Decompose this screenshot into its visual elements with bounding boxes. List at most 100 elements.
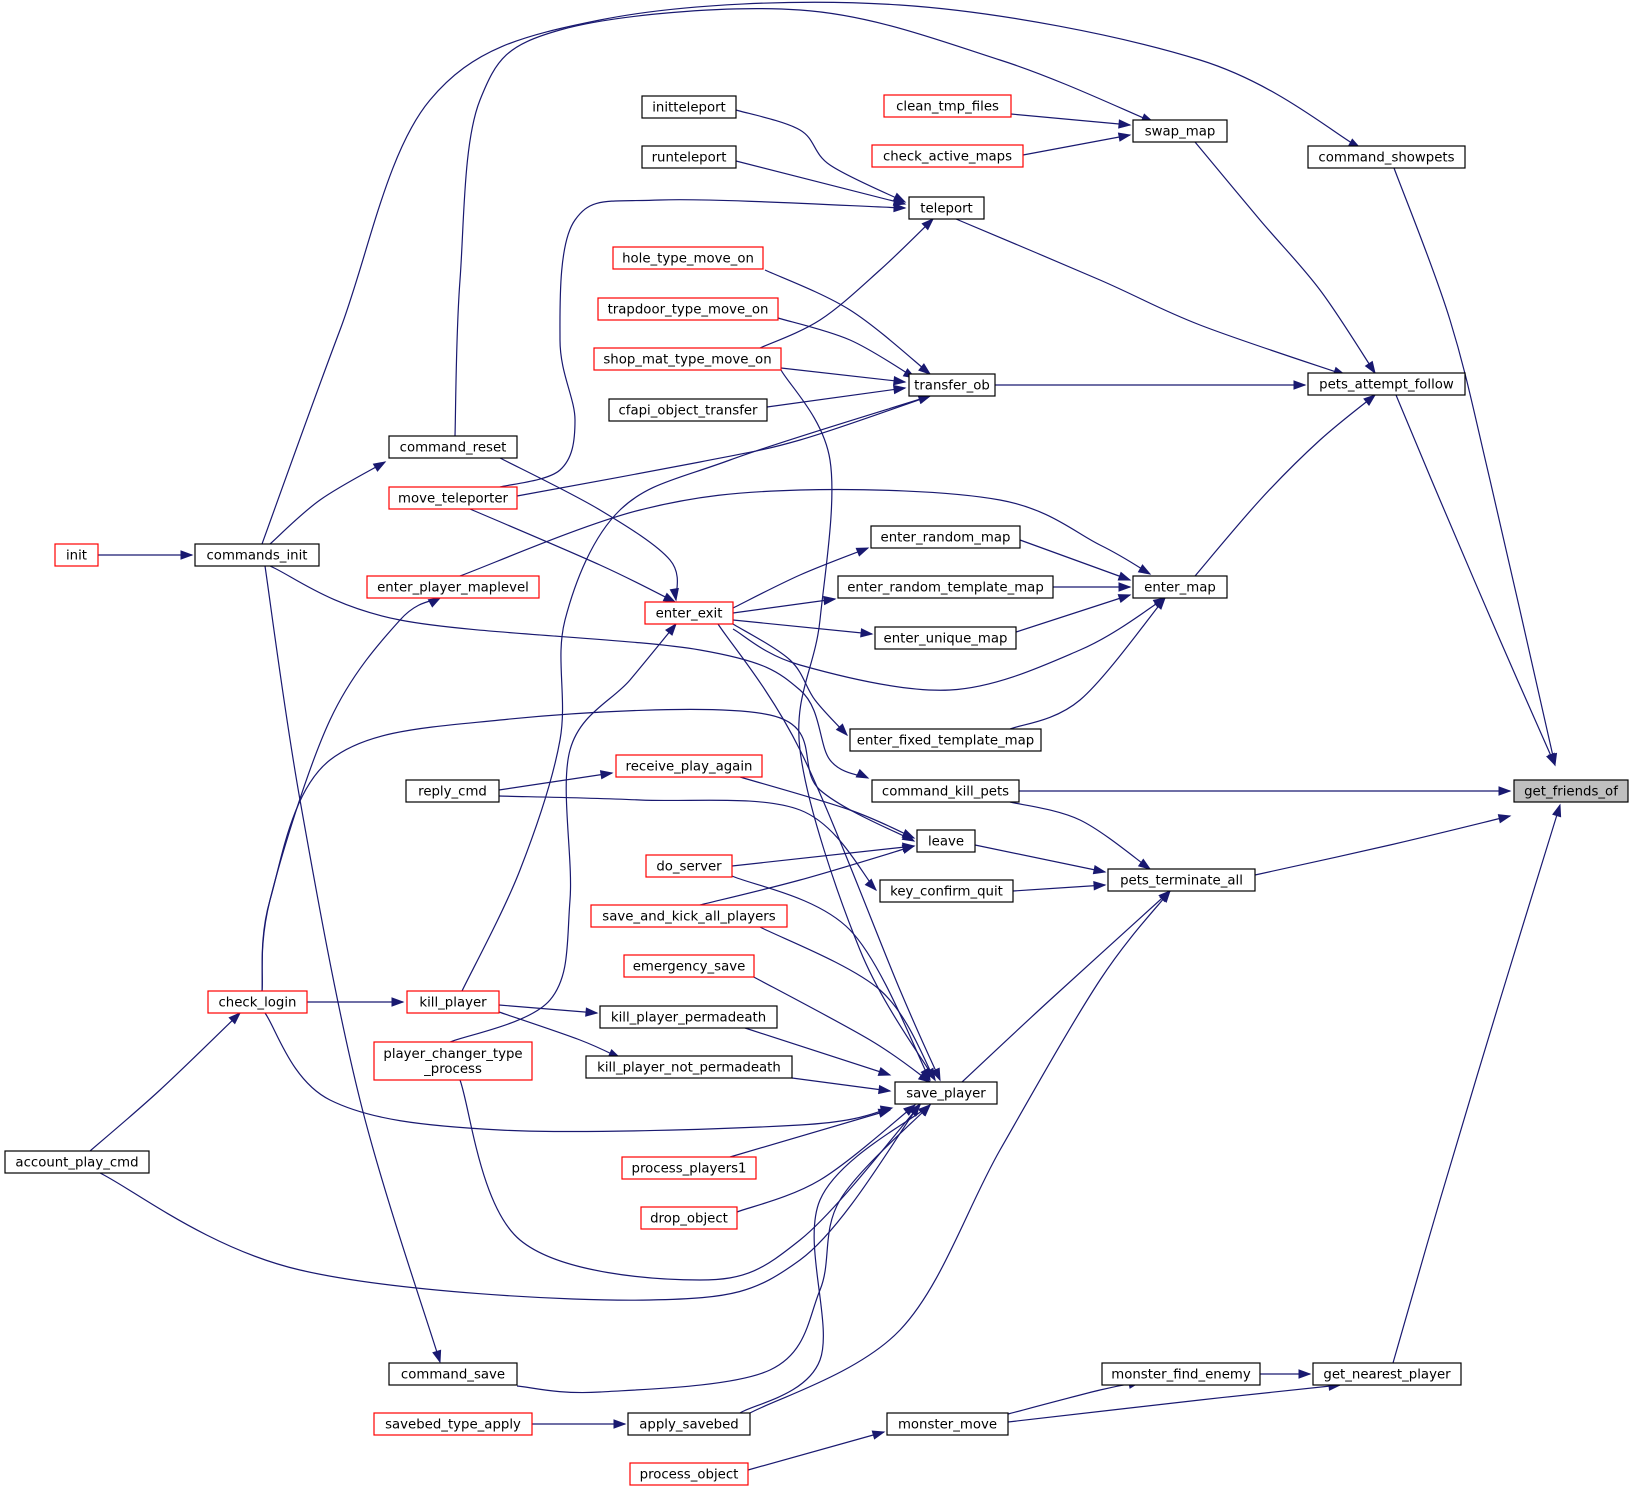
node-savebed-type-apply[interactable]: savebed_type_apply — [373, 1412, 533, 1436]
node-box — [1307, 372, 1466, 396]
edge-line — [269, 461, 386, 545]
node-label: enter_unique_map — [884, 632, 1008, 647]
node-clean-tmp-files[interactable]: clean_tmp_files — [883, 94, 1012, 118]
node-label: apply_savebed — [639, 1418, 738, 1433]
edge-command_showpets-to-get_friends_of — [1393, 167, 1558, 767]
node-get-friends-of[interactable]: get_friends_of — [1513, 779, 1629, 803]
node-apply-savebed[interactable]: apply_savebed — [627, 1412, 751, 1436]
node-enter-fixed-template-map[interactable]: enter_fixed_template_map — [849, 728, 1042, 752]
edge-line — [261, 708, 915, 992]
node-command-reset[interactable]: command_reset — [388, 435, 518, 459]
node-label: move_teleporter — [398, 492, 508, 507]
edge-kill_player-to-transfer_ob — [461, 394, 932, 992]
node-box — [4, 1150, 150, 1174]
node-kill-player-not-permadeath[interactable]: kill_player_not_permadeath — [585, 1055, 793, 1079]
node-command-save[interactable]: command_save — [388, 1362, 518, 1386]
node-check-active-maps[interactable]: check_active_maps — [871, 144, 1024, 168]
edge-line — [498, 1004, 598, 1014]
edge-line — [732, 597, 1166, 691]
edge-arrowhead — [372, 461, 387, 472]
node-box — [1107, 868, 1256, 892]
node-command-showpets[interactable]: command_showpets — [1307, 145, 1466, 169]
node-box — [585, 1055, 793, 1079]
node-label: shop_mat_type_move_on — [603, 353, 771, 368]
node-command-kill-pets[interactable]: command_kill_pets — [871, 779, 1020, 803]
node-enter-random-template-map[interactable]: enter_random_template_map — [837, 575, 1054, 599]
edge-save_player-to-pets_terminate_all — [961, 890, 1172, 1083]
node-reply-cmd[interactable]: reply_cmd — [405, 779, 500, 803]
edge-arrowhead — [901, 844, 916, 854]
edge-arrowhead — [918, 1104, 932, 1117]
node-account-play-cmd[interactable]: account_play_cmd — [4, 1150, 150, 1174]
node-box — [908, 196, 985, 220]
node-save-player[interactable]: save_player — [894, 1081, 998, 1105]
edge-line — [777, 317, 916, 379]
node-process-object[interactable]: process_object — [629, 1462, 749, 1486]
edge-arrowhead — [1293, 380, 1307, 390]
edge-line — [744, 1027, 891, 1076]
edge-pets_terminate_all-to-get_friends_of — [1254, 814, 1512, 876]
node-initteleport[interactable]: initteleport — [641, 95, 737, 119]
edge-arrowhead — [1363, 394, 1377, 406]
node-init[interactable]: init — [54, 543, 99, 567]
node-enter-random-map[interactable]: enter_random_map — [870, 525, 1021, 549]
node-swap-map[interactable]: swap_map — [1132, 119, 1228, 143]
node-box — [405, 779, 500, 803]
node-label: save_player — [906, 1087, 986, 1102]
node-cfapi-object-transfer[interactable]: cfapi_object_transfer — [608, 398, 768, 422]
node-trapdoor-type-move-on[interactable]: trapdoor_type_move_on — [597, 297, 779, 321]
node-enter-unique-map[interactable]: enter_unique_map — [874, 626, 1017, 650]
node-enter-player-maplevel[interactable]: enter_player_maplevel — [366, 575, 540, 599]
node-label: get_friends_of — [1524, 785, 1618, 800]
node-teleport[interactable]: teleport — [908, 196, 985, 220]
node-label: cfapi_object_transfer — [618, 404, 758, 419]
node-label: drop_object — [650, 1212, 728, 1227]
edge-arrowhead — [877, 1108, 892, 1118]
edge-line — [699, 845, 915, 906]
node-hole-type-move-on[interactable]: hole_type_move_on — [612, 246, 764, 270]
node-box — [388, 486, 518, 510]
node-drop-object[interactable]: drop_object — [640, 1206, 738, 1230]
node-receive-play-again[interactable]: receive_play_again — [615, 754, 763, 778]
node-transfer-ob[interactable]: transfer_ob — [908, 373, 996, 397]
node-kill-player-permadeath[interactable]: kill_player_permadeath — [599, 1005, 778, 1029]
node-player-changer-type-process[interactable]: player_changer_type_process — [373, 1041, 533, 1081]
node-shop-mat-type-move-on[interactable]: shop_mat_type_move_on — [593, 347, 782, 371]
edge-line — [739, 1104, 931, 1414]
node-label: process_object — [640, 1468, 739, 1483]
node-pets-attempt-follow[interactable]: pets_attempt_follow — [1307, 372, 1466, 396]
node-process-players1[interactable]: process_players1 — [621, 1156, 757, 1180]
node-do-server[interactable]: do_server — [645, 854, 733, 878]
edge-line — [747, 1431, 885, 1471]
node-save-and-kick-all-players[interactable]: save_and_kick_all_players — [590, 904, 788, 928]
node-label: get_nearest_player — [1323, 1368, 1451, 1383]
node-label: leave — [928, 835, 964, 850]
node-emergency-save[interactable]: emergency_save — [623, 954, 755, 978]
node-enter-map[interactable]: enter_map — [1132, 575, 1228, 599]
node-key-confirm-quit[interactable]: key_confirm_quit — [879, 879, 1014, 903]
node-move-teleporter[interactable]: move_teleporter — [388, 486, 518, 510]
node-check-login[interactable]: check_login — [207, 990, 308, 1014]
node-commands-init[interactable]: commands_init — [194, 543, 320, 567]
node-runteleport[interactable]: runteleport — [641, 145, 737, 169]
edge-line — [1392, 804, 1561, 1364]
edge-arrowhead — [860, 628, 874, 638]
edge-arrowhead — [1552, 803, 1562, 818]
node-box — [849, 728, 1042, 752]
node-leave[interactable]: leave — [916, 829, 976, 853]
node-monster-find-enemy[interactable]: monster_find_enemy — [1101, 1362, 1261, 1386]
node-box — [608, 398, 768, 422]
node-enter-exit[interactable]: enter_exit — [644, 601, 734, 625]
node-pets-terminate-all[interactable]: pets_terminate_all — [1107, 868, 1256, 892]
edge-line — [731, 845, 915, 867]
node-label: key_confirm_quit — [890, 885, 1003, 900]
node-monster-move[interactable]: monster_move — [886, 1412, 1009, 1436]
node-get-nearest-player[interactable]: get_nearest_player — [1312, 1362, 1462, 1386]
node-kill-player[interactable]: kill_player — [406, 990, 500, 1014]
edge-enter_random_map-to-enter_map — [1019, 539, 1132, 581]
edge-enter_exit-to-enter_random_map — [732, 547, 870, 609]
edge-line — [764, 269, 931, 375]
edge-command_reset-to-swap_map — [454, 8, 1155, 437]
edge-enter_exit-to-enter_random_template_map — [732, 595, 837, 614]
edge-arrowhead — [180, 550, 194, 560]
